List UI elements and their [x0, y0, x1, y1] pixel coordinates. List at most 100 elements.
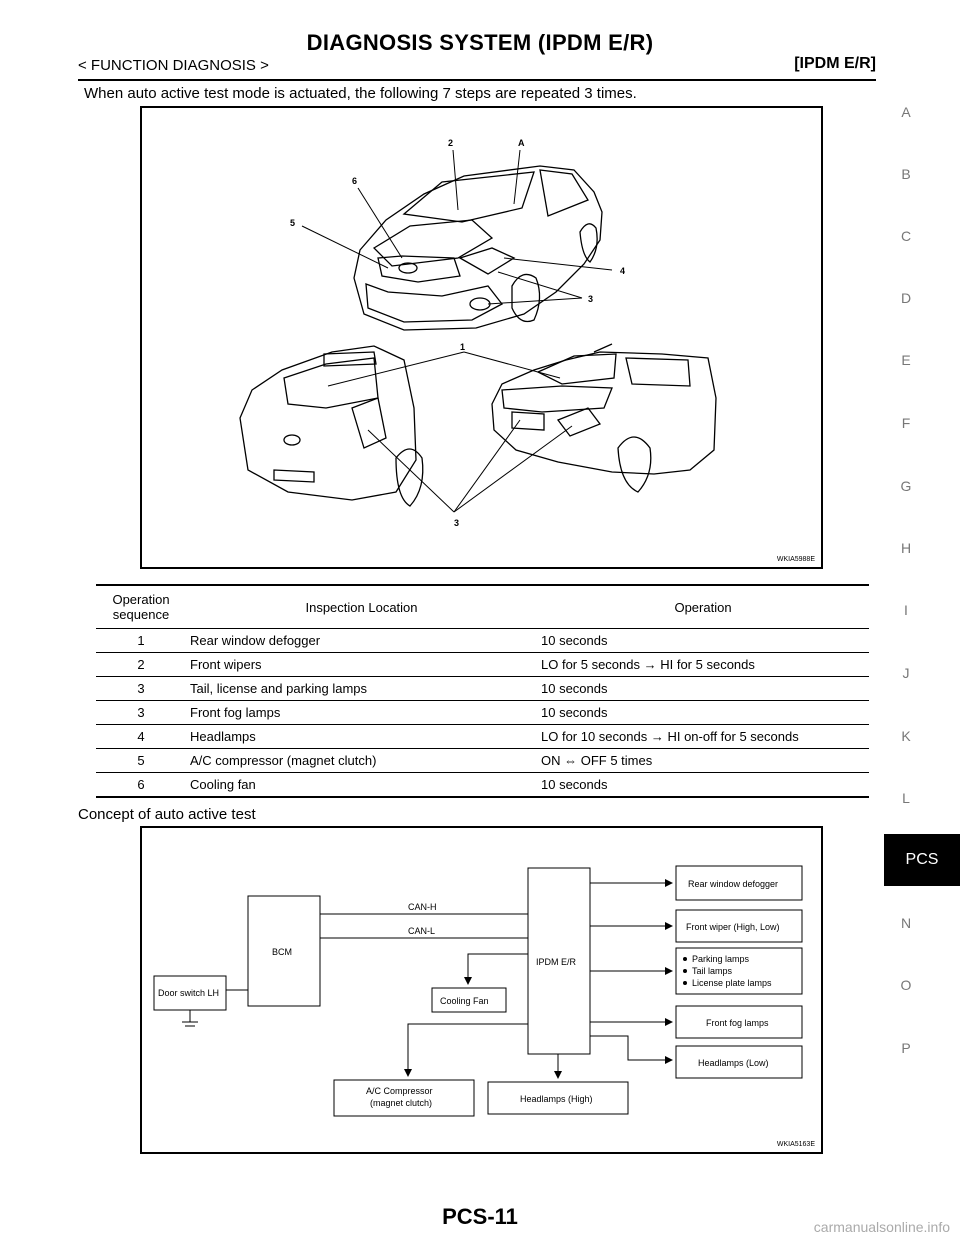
index-letter[interactable]: K: [901, 728, 911, 744]
front-headlamp: [458, 247, 516, 275]
fog-lamps-box: [675, 1005, 803, 1039]
front-emblem: [398, 262, 418, 274]
rear-defogger-label: Rear window defogger: [688, 879, 778, 889]
lamps-box: [675, 947, 803, 995]
page-title: DIAGNOSIS SYSTEM (IPDM E/R): [306, 30, 654, 55]
callout-3-rear: 3: [454, 518, 459, 528]
can-h-label: CAN-H: [408, 902, 437, 912]
figure-id: WKIA5163E: [776, 1141, 815, 1148]
bullet-icon: [683, 981, 687, 985]
bcm-box: [247, 895, 321, 1007]
table-row: 3 Front fog lamps 10 seconds: [96, 700, 869, 725]
index-letter[interactable]: E: [901, 352, 911, 368]
table-row: 2 Front wipers LO for 5 seconds → HI for…: [96, 652, 869, 677]
callout-1: 1: [460, 342, 465, 352]
table-row: 1 Rear window defogger 10 seconds: [96, 628, 869, 653]
table-cell: 3: [96, 676, 186, 701]
ipdm-box: [527, 867, 591, 1055]
table-cell: LO for 5 seconds → HI for 5 seconds: [537, 652, 869, 677]
fog-lamps-label: Front fog lamps: [706, 1018, 769, 1028]
table-cell: 10 seconds: [537, 772, 869, 798]
hatchback-plate: [273, 469, 315, 483]
callout-line-2: [452, 149, 459, 211]
index-letter[interactable]: J: [902, 665, 910, 681]
table-cell: 2: [96, 652, 186, 677]
cooling-fan-label: Cooling Fan: [440, 996, 489, 1006]
header-divider: [78, 79, 876, 81]
headlamps-high-label: Headlamps (High): [520, 1094, 593, 1104]
front-wiper-label: Front wiper (High, Low): [686, 922, 780, 932]
table-row: 4 Headlamps LO for 10 seconds → HI on-of…: [96, 724, 869, 749]
table-cell: 4: [96, 724, 186, 749]
hatchback-outline: [239, 345, 417, 501]
hatchback-spoiler: [323, 351, 377, 367]
hatchback-emblem: [283, 434, 301, 446]
license-plate-lamps-label: License plate lamps: [692, 978, 772, 988]
sedan-trunk: [501, 385, 613, 413]
front-car-outline: [353, 165, 603, 331]
auto-active-test-diagram: BCM Door switch LH IPDM E/R CAN-H CAN-L …: [140, 826, 823, 1154]
front-fog-lamp: [469, 297, 491, 311]
index-letter[interactable]: B: [901, 166, 911, 182]
arrow-ac-compressor: [404, 1023, 528, 1077]
front-side-window: [539, 169, 589, 217]
index-letter[interactable]: O: [900, 977, 912, 993]
table-cell: Rear window defogger: [186, 628, 537, 653]
table-cell: 10 seconds: [537, 700, 869, 725]
table-cell: 5: [96, 748, 186, 773]
index-letter[interactable]: H: [900, 540, 912, 556]
bullet-icon: [683, 957, 687, 961]
table-row: 3 Tail, license and parking lamps 10 sec…: [96, 676, 869, 701]
sedan-wheel: [617, 436, 652, 493]
headlamps-low-box: [675, 1045, 803, 1079]
callout-A: A: [518, 138, 525, 148]
front-grille: [377, 255, 461, 283]
callout-4: 4: [620, 266, 625, 276]
callout-line-5: [301, 225, 389, 269]
bcm-label: BCM: [272, 947, 292, 957]
front-wiper-box: [675, 909, 803, 943]
current-section-tab[interactable]: PCS: [884, 834, 960, 886]
sedan-outline: [491, 351, 717, 475]
table-cell: Cooling fan: [186, 772, 537, 798]
index-letter[interactable]: I: [904, 602, 908, 618]
watermark: carmanualsonline.info: [813, 1219, 950, 1235]
index-letter[interactable]: P: [901, 1040, 911, 1056]
vehicle-drawing: 2 A 6 5 4 3 1 3: [239, 138, 717, 528]
front-bumper: [365, 283, 503, 323]
sedan-rear-window: [536, 353, 617, 385]
index-letter[interactable]: F: [901, 415, 911, 431]
index-letter[interactable]: L: [902, 790, 910, 806]
block-diagram: BCM Door switch LH IPDM E/R CAN-H CAN-L …: [153, 865, 803, 1117]
arrow-headlamps-low: [590, 1035, 673, 1064]
vehicle-illustration: 2 A 6 5 4 3 1 3 WKIA5988E: [140, 106, 823, 569]
intro-text: When auto active test mode is actuated, …: [84, 85, 637, 102]
ac-compressor-label-2: (magnet clutch): [370, 1098, 432, 1108]
table-cell: ON ⇔ OFF 5 times: [537, 748, 869, 773]
callout-2: 2: [448, 138, 453, 148]
sedan-antenna: [593, 343, 613, 353]
tail-lamps-label: Tail lamps: [692, 966, 733, 976]
callout-5: 5: [290, 218, 295, 228]
table-cell: Front fog lamps: [186, 700, 537, 725]
callout-6: 6: [352, 176, 357, 186]
header-inspection-location: Inspection Location: [186, 584, 537, 629]
index-letter[interactable]: G: [900, 478, 912, 494]
index-letter[interactable]: N: [900, 915, 912, 931]
index-letter[interactable]: A: [901, 104, 911, 120]
sedan-plate: [511, 411, 545, 431]
operation-table: Operation sequence Inspection Location O…: [96, 584, 869, 798]
arrow-cooling-fan: [464, 953, 528, 985]
rear-wheel-front-car: [579, 223, 598, 263]
table-row: 5 A/C compressor (magnet clutch) ON ⇔ OF…: [96, 748, 869, 773]
hatchback-wheel: [395, 448, 424, 507]
hatchback-tail-lamp: [351, 397, 387, 449]
concept-heading: Concept of auto active test: [78, 806, 256, 823]
table-cell: Headlamps: [186, 724, 537, 749]
callout-3-front: 3: [588, 294, 593, 304]
callout-line-3a: [497, 271, 583, 299]
index-letter[interactable]: D: [900, 290, 912, 306]
index-letter[interactable]: C: [900, 228, 912, 244]
table-cell: 10 seconds: [537, 628, 869, 653]
front-hood: [372, 219, 494, 267]
